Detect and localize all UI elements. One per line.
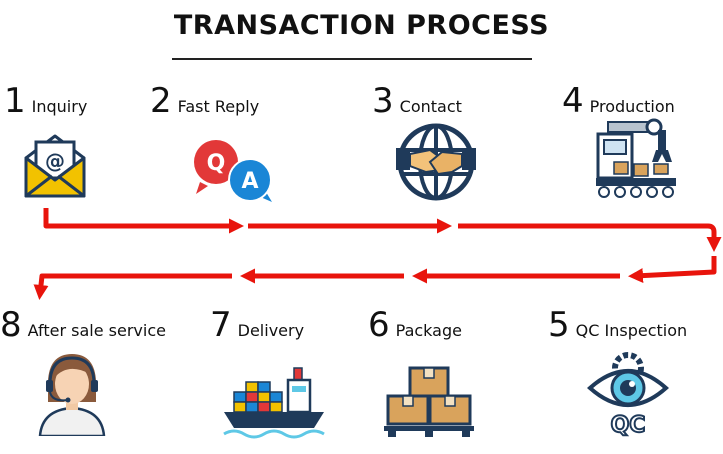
step-5-qc-inspection: 5 QC Inspection xyxy=(548,308,687,342)
step-number: 8 xyxy=(0,305,22,345)
step-7-delivery: 7 Delivery xyxy=(210,308,304,342)
step-number: 5 xyxy=(548,305,570,345)
step-label: QC Inspection xyxy=(575,321,688,340)
step-label: After sale service xyxy=(27,321,166,340)
step-number: 3 xyxy=(372,81,394,121)
step-number: 2 xyxy=(150,81,172,121)
step-2-fast-reply: 2 Fast Reply xyxy=(150,84,259,118)
qa-bubbles-icon: Q A xyxy=(194,140,272,202)
factory-robot-icon xyxy=(596,118,676,198)
arrow-3-to-4-5 xyxy=(458,223,722,252)
step-number: 1 xyxy=(4,81,26,121)
step-6-package: 6 Package xyxy=(368,308,462,342)
support-agent-icon xyxy=(38,354,106,436)
step-label: Package xyxy=(395,321,462,340)
email-at-symbol: @ xyxy=(45,149,65,173)
step-label: Fast Reply xyxy=(177,97,260,116)
boxes-pallet-icon xyxy=(384,366,474,437)
step-label: Contact xyxy=(399,97,462,116)
step-label: Production xyxy=(589,97,675,116)
qc-eye-icon: QC xyxy=(586,352,670,439)
title-underline xyxy=(172,58,532,60)
step-1-inquiry: 1 Inquiry xyxy=(4,84,87,118)
bubble-a-letter: A xyxy=(241,169,258,194)
bubble-q-letter: Q xyxy=(207,151,226,176)
arrow-1-to-2 xyxy=(43,208,244,234)
step-4-production: 4 Production xyxy=(562,84,675,118)
step-8-after-sale-service: 8 After sale service xyxy=(0,308,166,342)
qc-text: QC xyxy=(611,413,646,438)
arrow-4-5-to-6 xyxy=(628,256,717,284)
globe-handshake-icon xyxy=(396,123,476,201)
step-label: Delivery xyxy=(237,321,305,340)
step-label: Inquiry xyxy=(31,97,88,116)
step-number: 6 xyxy=(368,305,390,345)
envelope-icon: @ xyxy=(24,134,86,198)
cargo-ship-icon xyxy=(223,367,325,439)
step-number: 7 xyxy=(210,305,232,345)
step-number: 4 xyxy=(562,81,584,121)
arrow-7-to-8 xyxy=(33,273,232,300)
page-title: TRANSACTION PROCESS xyxy=(173,10,550,41)
step-3-contact: 3 Contact xyxy=(372,84,462,118)
